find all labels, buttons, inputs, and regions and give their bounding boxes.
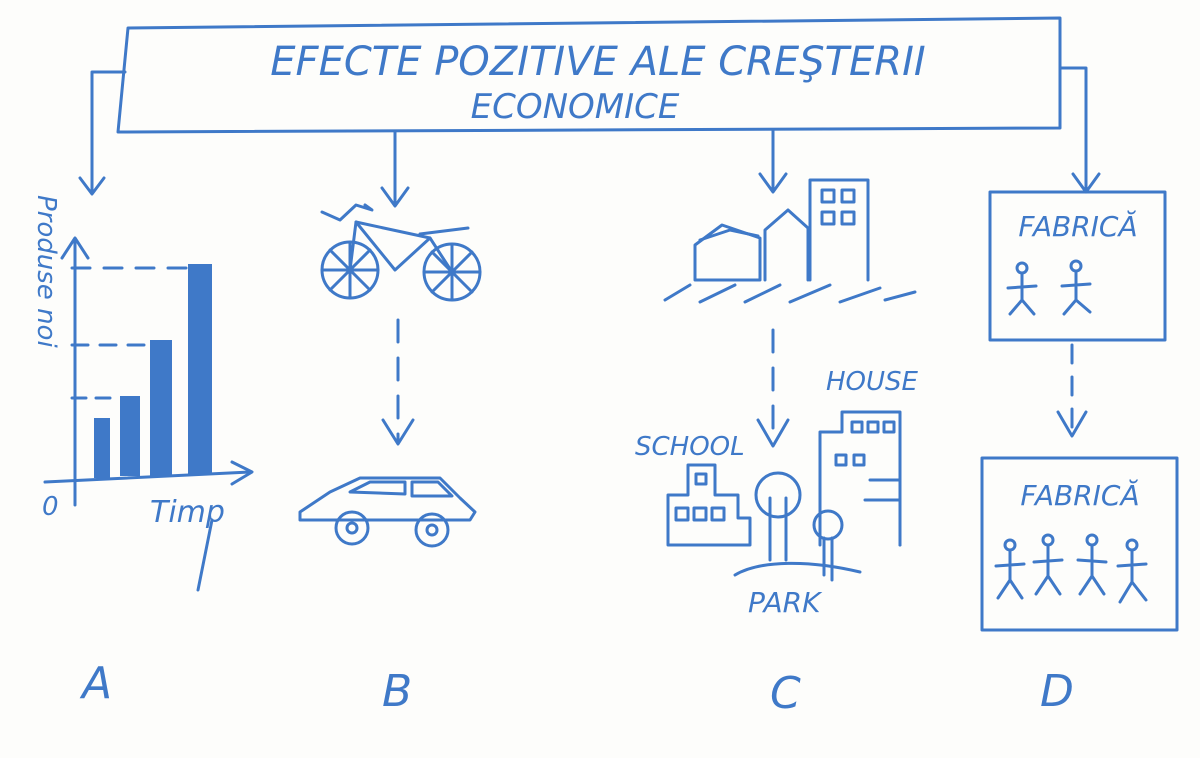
panel-d: FABRICĂ FABRICĂ D — [980, 190, 1179, 717]
panel-b-letter: B — [382, 666, 412, 717]
factory-bottom-label: FABRICĂ — [1020, 478, 1139, 512]
worker-icon — [994, 538, 1026, 600]
panel-c-letter: C — [770, 668, 801, 719]
x-axis-label: Timp — [150, 495, 225, 530]
factory-top-label: FABRICĂ — [1018, 209, 1137, 243]
x-axis — [43, 470, 252, 484]
title-box: EFECTE POZITIVE ALE CREŞTERII ECONOMICE — [116, 16, 1062, 134]
school-label: SCHOOL — [635, 432, 745, 462]
worker-icon — [1006, 261, 1038, 316]
house-label: HOUSE — [826, 367, 919, 397]
car-icon — [298, 476, 477, 548]
worker-icon — [1032, 533, 1064, 596]
panel-b: B — [298, 203, 482, 717]
houses-icon — [663, 178, 917, 304]
bar — [94, 418, 110, 478]
factory-bottom-box — [980, 456, 1179, 632]
bar — [120, 396, 140, 476]
bicycle-icon — [320, 203, 482, 302]
bar — [150, 340, 172, 476]
worker-icon — [1060, 259, 1092, 316]
worker-icon — [1116, 538, 1148, 604]
title-line2: ECONOMICE — [471, 87, 680, 127]
title-line1: EFECTE POZITIVE ALE CREŞTERII — [270, 39, 925, 85]
park-icon — [733, 471, 862, 582]
worker-icon — [1076, 533, 1108, 596]
panel-c: SCHOOL HOUSE PARK C — [635, 178, 919, 719]
origin-label: 0 — [42, 492, 59, 522]
school-icon — [666, 463, 752, 547]
panel-a-letter: A — [79, 658, 112, 709]
park-label: PARK — [748, 586, 823, 619]
panel-d-letter: D — [1040, 666, 1074, 717]
connector-arrows — [78, 66, 1101, 208]
factory-top-box — [988, 190, 1167, 342]
bar — [188, 264, 212, 474]
house-icon — [818, 410, 902, 547]
panel-a-chart: Produse noi 0 Timp A — [31, 195, 254, 709]
y-axis-label: Produse noi — [31, 195, 61, 348]
